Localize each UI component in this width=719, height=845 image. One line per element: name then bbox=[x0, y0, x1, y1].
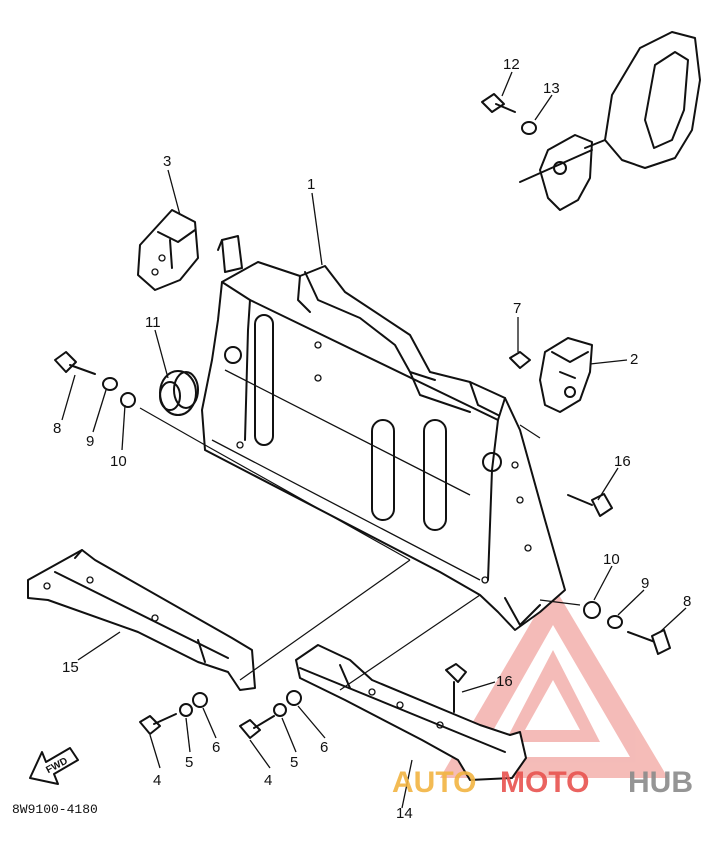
fasteners bbox=[54, 93, 671, 739]
callout-5: 5 bbox=[290, 754, 298, 771]
assembly-lines bbox=[139, 407, 581, 691]
rail-right bbox=[295, 644, 527, 781]
callout-2: 2 bbox=[630, 351, 638, 368]
callout-15: 15 bbox=[62, 659, 79, 676]
fwd-arrow: FWD bbox=[29, 747, 79, 785]
callout-10: 10 bbox=[603, 551, 620, 568]
callout-6: 6 bbox=[320, 739, 328, 756]
watermark-part2: MOTO bbox=[500, 766, 589, 799]
seat-frame bbox=[201, 235, 566, 631]
bracket-left bbox=[137, 209, 199, 291]
leader-lines bbox=[61, 71, 687, 809]
callout-4: 4 bbox=[153, 772, 161, 789]
callout-14: 14 bbox=[396, 805, 413, 822]
callout-7: 7 bbox=[513, 300, 521, 317]
callout-13: 13 bbox=[543, 80, 560, 97]
callout-labels: 1 2 3 4 4 5 5 6 6 7 8 8 9 9 10 10 11 12 … bbox=[53, 56, 691, 822]
rubber-damper bbox=[159, 370, 199, 416]
callout-8: 8 bbox=[53, 420, 61, 437]
callout-3: 3 bbox=[163, 153, 171, 170]
callout-1: 1 bbox=[307, 176, 315, 193]
callout-12: 12 bbox=[503, 56, 520, 73]
callout-9: 9 bbox=[641, 575, 649, 592]
diagram-code: 8W9100-4180 bbox=[12, 802, 98, 817]
watermark-wordmark: AUTO MOTO HUB bbox=[392, 766, 693, 799]
grab-handle bbox=[519, 31, 701, 211]
bracket-right bbox=[539, 337, 593, 413]
callout-11: 11 bbox=[145, 314, 161, 331]
callout-8: 8 bbox=[683, 593, 691, 610]
watermark-part3: HUB bbox=[628, 766, 693, 799]
rail-left bbox=[27, 549, 256, 691]
watermark-part1: AUTO bbox=[392, 766, 476, 799]
callout-16: 16 bbox=[496, 673, 513, 690]
callout-9: 9 bbox=[86, 433, 94, 450]
callout-5: 5 bbox=[185, 754, 193, 771]
callout-4: 4 bbox=[264, 772, 272, 789]
callout-10: 10 bbox=[110, 453, 127, 470]
callout-6: 6 bbox=[212, 739, 220, 756]
callout-16: 16 bbox=[614, 453, 631, 470]
